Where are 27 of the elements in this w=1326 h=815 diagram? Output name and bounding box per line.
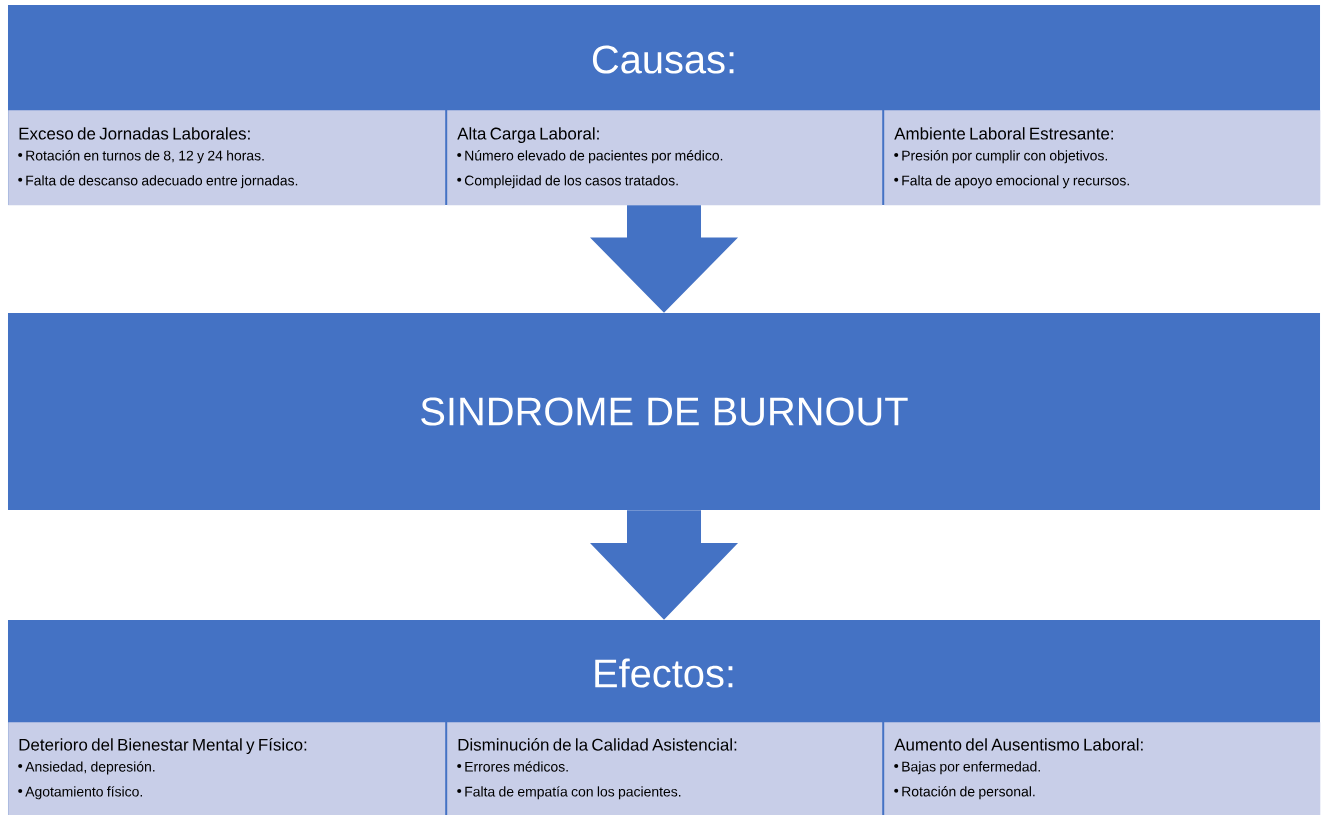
node-label: Ansiedad, depresión. [25, 761, 155, 775]
block-arrow [590, 510, 738, 620]
process-box: SINDROME DE BURNOUT [8, 313, 1321, 510]
node-label: Presión por cumplir con objetivos. [902, 150, 1107, 164]
cause-card: Deterioro del Bienestar Mental y Físico: Ansiedad, depresión. Agotamiento físico. [8, 722, 446, 815]
cause-card: Disminución de la Calidad Asistencial: Errores médicos. Falta de empatía con los pacientes. [447, 722, 883, 815]
node-label: Aumento del Ausentismo Laboral: [894, 738, 1143, 751]
node-label: Rotación de personal. [902, 786, 1035, 800]
block-arrow [590, 205, 738, 313]
cause-card: Ambiente Laboral Estresante: Presión por cumplir con objetivos. Falta de apoyo emocional y recursos. [884, 110, 1321, 206]
node-label: Deterioro del Bienestar Mental y Físico: [19, 738, 307, 755]
node-label: Exceso de Jornadas Laborales: [19, 127, 250, 140]
cause-card: Aumento del Ausentismo Laboral: Bajas por enfermedad. Rotación de personal. [884, 722, 1321, 815]
node-label: Número elevado de pacientes por médico. [465, 150, 723, 164]
cause-card: Exceso de Jornadas Laborales: Rotación en turnos de 8, 12 y 24 horas. Falta de descanso adecuado entre jornadas. [8, 110, 446, 206]
node-label: Complejidad de los casos tratados. [464, 175, 678, 189]
node-label: Bajas por enfermedad. [902, 761, 1040, 775]
node-label: Falta de descanso adecuado entre jornadas. [26, 175, 298, 189]
node-label: Rotación en turnos de 8, 12 y 24 horas. [26, 150, 264, 164]
node-label: Falta de empatía con los pacientes. [465, 786, 681, 800]
node-label: Agotamiento físico. [25, 786, 142, 800]
cause-card: Alta Carga Laboral: Número elevado de pacientes por médico. Complejidad de los casos tratados. [447, 110, 883, 206]
node-label: Errores médicos. [465, 761, 568, 772]
node-label: Falta de apoyo emocional y recursos. [902, 175, 1129, 189]
node-label: Disminución de la Calidad Asistencial: [458, 738, 737, 751]
node-label: Alta Carga Laboral: [457, 127, 599, 143]
node-label: Ambiente Laboral Estresante: [894, 127, 1113, 140]
